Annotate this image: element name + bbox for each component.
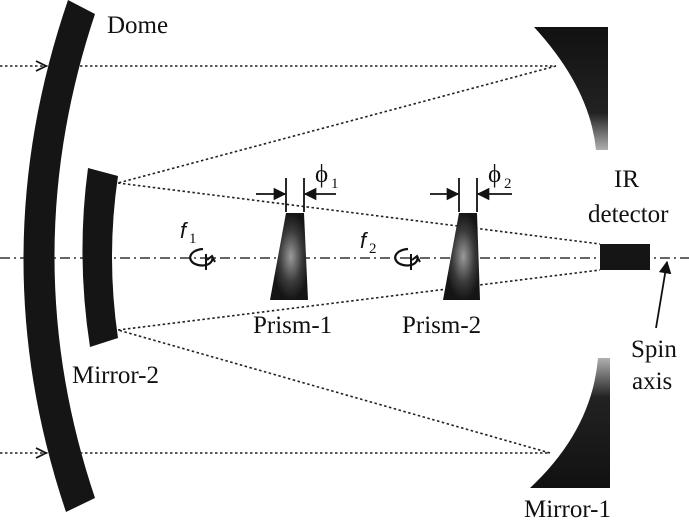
ir-detector-shape bbox=[600, 244, 650, 270]
phi1-symbol: ϕ bbox=[315, 161, 328, 188]
prism1-shape bbox=[270, 213, 308, 300]
f1-subscript: 1 bbox=[189, 231, 197, 247]
mirror1-top-shape bbox=[534, 27, 608, 150]
f2-symbol: f bbox=[360, 228, 369, 253]
mirror2-label: Mirror-2 bbox=[72, 362, 159, 389]
mirror1-bottom-shape bbox=[530, 358, 610, 488]
phi1-subscript: 1 bbox=[331, 176, 339, 192]
rotation-arrow-f1-icon bbox=[189, 247, 216, 270]
phi2-symbol: ϕ bbox=[488, 161, 501, 188]
ir-detector-label-line2: detector bbox=[588, 201, 669, 228]
ray-arrow-top-icon bbox=[35, 60, 49, 72]
ray-mirror2-to-detector-top bbox=[117, 182, 601, 245]
f2-subscript: 2 bbox=[369, 241, 377, 257]
prism1-label: Prism-1 bbox=[253, 312, 332, 339]
spin-axis-label-line1: Spin bbox=[631, 336, 677, 363]
ray-mirror2-to-detector-bottom bbox=[117, 269, 601, 331]
prism2-shape bbox=[443, 213, 480, 300]
phi2-subscript: 2 bbox=[504, 176, 512, 192]
ray-mirror1-to-mirror2-top bbox=[117, 65, 557, 184]
dome-shape bbox=[23, 0, 95, 512]
spin-axis-label-line2: axis bbox=[632, 368, 672, 395]
rotation-arrow-f2-icon bbox=[394, 247, 421, 270]
mirror1-label: Mirror-1 bbox=[524, 496, 611, 523]
ray-mirror1-to-mirror2-bottom bbox=[117, 329, 551, 454]
prism2-label: Prism-2 bbox=[402, 312, 481, 339]
spin-axis-pointer-arrow bbox=[655, 260, 672, 329]
dome-label: Dome bbox=[107, 12, 168, 39]
mirror2-shape bbox=[82, 168, 118, 347]
f1-symbol: f bbox=[180, 218, 189, 243]
ir-detector-label-line1: IR bbox=[614, 166, 639, 193]
ray-arrow-bottom-icon bbox=[35, 447, 49, 459]
